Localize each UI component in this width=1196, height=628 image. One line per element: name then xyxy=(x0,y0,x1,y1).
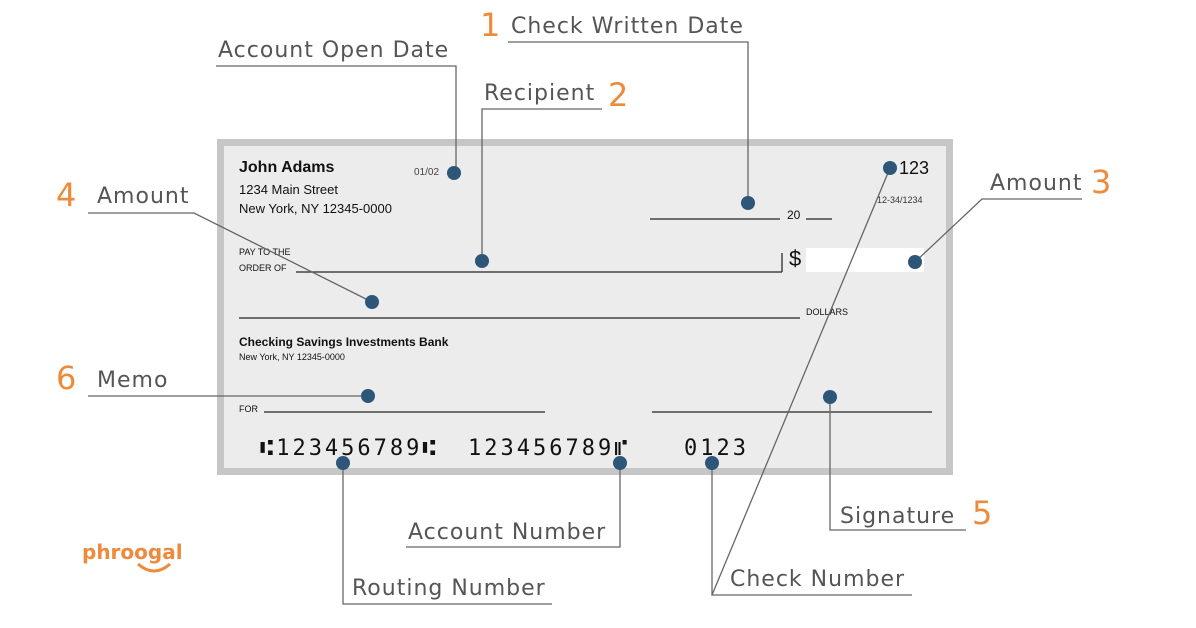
dot-account-open-date xyxy=(447,166,461,180)
routing-fraction: 12-34/1234 xyxy=(877,195,923,205)
number-6: 6 xyxy=(56,359,77,397)
dot-recipient xyxy=(475,254,489,268)
dot-written-amount xyxy=(365,295,379,309)
dot-check-number-micr xyxy=(705,456,719,470)
label-routing-number: Routing Number xyxy=(352,576,546,601)
number-2: 2 xyxy=(608,76,629,114)
account-number-micr: 123456789⑈ xyxy=(468,436,631,461)
memo-for-label: FOR xyxy=(239,404,258,414)
account-holder-name: John Adams xyxy=(239,159,335,176)
leader-recipient xyxy=(481,108,602,261)
account-open-date-value: 01/02 xyxy=(414,167,440,178)
logo-text: phroogal xyxy=(82,540,183,564)
leader-check-written-date xyxy=(508,41,749,203)
dot-signature xyxy=(823,390,837,404)
number-1: 1 xyxy=(480,6,501,44)
dollars-label: DOLLARS xyxy=(806,307,849,317)
dollar-sign: $ xyxy=(789,246,802,271)
phroogal-logo: phroogal xyxy=(82,540,183,573)
date-prefix: 20 xyxy=(787,208,801,222)
account-holder-address-line-1: 1234 Main Street xyxy=(239,182,339,197)
label-amount-left: Amount xyxy=(97,184,190,209)
label-check-written-date: Check Written Date xyxy=(511,14,744,39)
number-5: 5 xyxy=(972,494,993,532)
leader-signature xyxy=(829,397,966,531)
bank-address: New York, NY 12345-0000 xyxy=(239,352,345,362)
pay-to-label-line-1: PAY TO THE xyxy=(239,247,291,257)
dot-memo xyxy=(361,389,375,403)
routing-number-micr: ⑆123456789⑆ xyxy=(260,436,439,461)
pay-to-label-line-2: ORDER OF xyxy=(239,263,287,273)
dot-check-number-top xyxy=(883,161,897,175)
callout-leaders xyxy=(88,41,1082,605)
dot-check-written-date xyxy=(741,196,755,210)
dot-routing-number xyxy=(336,456,350,470)
account-holder-address-line-2: New York, NY 12345-0000 xyxy=(239,201,392,216)
check xyxy=(217,139,953,475)
number-3: 3 xyxy=(1091,163,1112,201)
label-amount-right: Amount xyxy=(990,171,1083,196)
leader-account-number xyxy=(406,463,621,548)
number-4: 4 xyxy=(56,176,77,214)
amount-box xyxy=(806,248,924,272)
leader-check-number xyxy=(711,167,912,596)
bank-name: Checking Savings Investments Bank xyxy=(239,335,449,349)
leader-account-open-date xyxy=(216,65,457,173)
check-number-top: 123 xyxy=(899,158,930,178)
leader-amount-right xyxy=(914,198,1082,263)
logo-smile-icon xyxy=(137,562,171,573)
label-memo: Memo xyxy=(97,368,169,393)
leader-amount-left xyxy=(88,212,373,303)
label-recipient: Recipient xyxy=(484,81,596,106)
label-account-open-date: Account Open Date xyxy=(218,38,450,63)
label-signature: Signature xyxy=(840,504,956,529)
dot-account-number xyxy=(613,456,627,470)
label-account-number: Account Number xyxy=(408,520,607,545)
leader-routing-number xyxy=(342,463,552,605)
check-lines xyxy=(239,218,932,413)
label-check-number: Check Number xyxy=(730,567,906,592)
dot-amount-box xyxy=(908,255,922,269)
